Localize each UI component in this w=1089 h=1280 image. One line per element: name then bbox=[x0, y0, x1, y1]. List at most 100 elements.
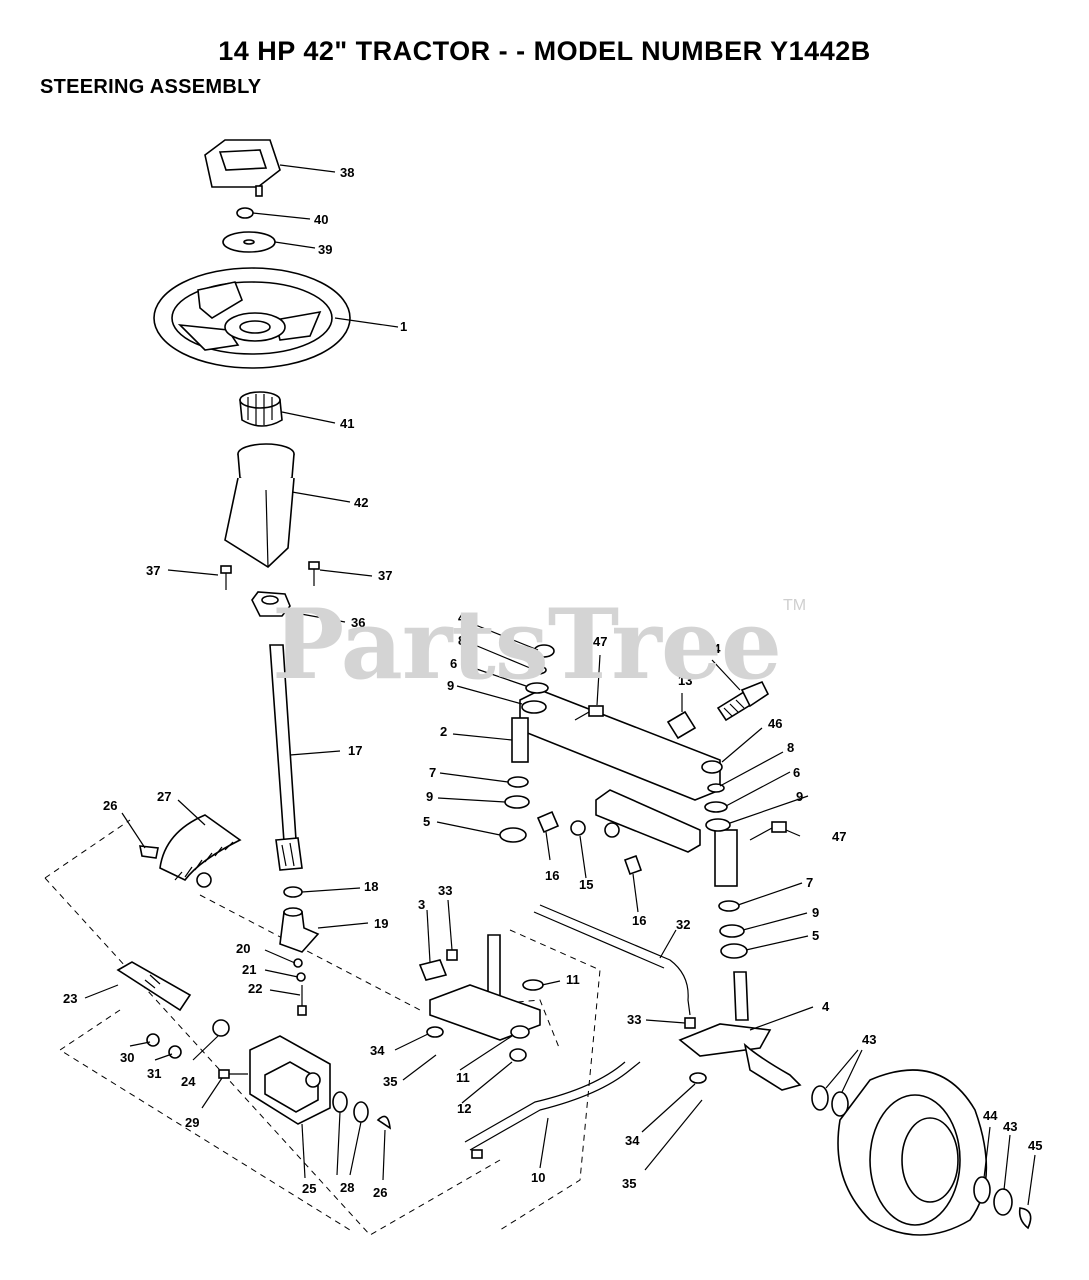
callout-c3: 3 bbox=[418, 897, 425, 912]
washer-43c[interactable] bbox=[993, 1188, 1013, 1216]
washer-31[interactable] bbox=[168, 1045, 182, 1059]
bearing-24[interactable] bbox=[212, 1019, 230, 1037]
washer-6-left[interactable] bbox=[525, 682, 549, 694]
pivot-bolt[interactable] bbox=[716, 680, 770, 722]
bushing-16-right[interactable] bbox=[623, 854, 643, 876]
callout-c12: 12 bbox=[457, 1101, 471, 1116]
callout-c25: 25 bbox=[302, 1181, 316, 1196]
pinion-gear[interactable] bbox=[279, 907, 320, 953]
nut-30[interactable] bbox=[146, 1033, 160, 1047]
callout-c35b: 35 bbox=[622, 1176, 636, 1191]
leader-lines bbox=[84, 164, 1036, 1206]
callout-c9b: 9 bbox=[426, 789, 433, 804]
callout-c20: 20 bbox=[236, 941, 250, 956]
washer-5-right[interactable] bbox=[720, 943, 748, 959]
callout-c23: 23 bbox=[63, 991, 77, 1006]
drag-link[interactable] bbox=[533, 904, 691, 1016]
callout-c19: 19 bbox=[374, 916, 388, 931]
washer-28a[interactable] bbox=[332, 1091, 348, 1113]
sector-gear[interactable] bbox=[159, 814, 242, 888]
shaft-23[interactable] bbox=[116, 961, 192, 1012]
washer-7-left[interactable] bbox=[507, 776, 529, 788]
screw-left[interactable] bbox=[220, 565, 232, 590]
callout-c46b: 46 bbox=[768, 716, 782, 731]
steering-bellows[interactable] bbox=[224, 443, 295, 569]
washer-34-right[interactable] bbox=[689, 1072, 707, 1084]
washer-28b[interactable] bbox=[353, 1101, 369, 1123]
cap-46-left[interactable] bbox=[533, 644, 555, 658]
callout-c28: 28 bbox=[340, 1180, 354, 1195]
pivot-bushing[interactable] bbox=[666, 710, 697, 740]
callout-c35a: 35 bbox=[383, 1074, 397, 1089]
washer-11-upper[interactable] bbox=[522, 979, 544, 991]
washer-43b[interactable] bbox=[831, 1091, 849, 1117]
washer-18[interactable] bbox=[283, 886, 303, 898]
callout-c9a: 9 bbox=[447, 678, 454, 693]
steering-wheel[interactable] bbox=[153, 267, 351, 369]
steering-bracket[interactable] bbox=[249, 1035, 331, 1125]
washer-7-right[interactable] bbox=[718, 900, 740, 912]
callout-c11b: 11 bbox=[456, 1070, 470, 1085]
bearing-9-right[interactable] bbox=[705, 818, 731, 832]
callout-c30: 30 bbox=[120, 1050, 134, 1065]
spacer-20[interactable] bbox=[293, 958, 303, 968]
callout-c6a: 6 bbox=[450, 656, 457, 671]
grease-fitting-left[interactable] bbox=[574, 705, 604, 721]
steering-wheel-cap[interactable] bbox=[204, 139, 281, 197]
callout-c37a: 37 bbox=[146, 563, 160, 578]
steering-bushing[interactable] bbox=[251, 591, 291, 617]
nut-33-left[interactable] bbox=[446, 949, 458, 961]
washer-5-left[interactable] bbox=[499, 827, 527, 843]
steering-wheel-washer[interactable] bbox=[222, 231, 276, 253]
spindle-right[interactable] bbox=[678, 971, 802, 1091]
spindle-left[interactable] bbox=[418, 934, 541, 1041]
washer-43a[interactable] bbox=[811, 1085, 829, 1111]
callout-c38: 38 bbox=[340, 165, 354, 180]
bolt-22[interactable] bbox=[297, 985, 307, 1016]
callout-c29: 29 bbox=[185, 1115, 199, 1130]
bearing-9-left[interactable] bbox=[521, 700, 547, 714]
section-title: STEERING ASSEMBLY bbox=[40, 76, 262, 98]
callout-c16a: 16 bbox=[545, 868, 559, 883]
tie-rod[interactable] bbox=[464, 1061, 641, 1159]
nut-33-right[interactable] bbox=[684, 1017, 696, 1029]
callout-c22: 22 bbox=[248, 981, 262, 996]
callout-c5a: 5 bbox=[423, 814, 430, 829]
callout-c7b: 7 bbox=[806, 875, 813, 890]
pin-upper[interactable] bbox=[139, 845, 159, 859]
washer-44[interactable] bbox=[973, 1176, 991, 1204]
callout-c16b: 16 bbox=[632, 913, 646, 928]
bearing-9-right-lower[interactable] bbox=[719, 924, 745, 938]
washer-11-lower[interactable] bbox=[510, 1025, 530, 1039]
cap-46-right[interactable] bbox=[701, 760, 723, 774]
nut-12[interactable] bbox=[509, 1048, 527, 1062]
washer-6-right[interactable] bbox=[704, 801, 728, 813]
steering-shaft[interactable] bbox=[269, 644, 303, 871]
callout-c8b: 8 bbox=[787, 740, 794, 755]
steering-wheel-nut[interactable] bbox=[236, 207, 254, 219]
nut-15[interactable] bbox=[570, 820, 586, 836]
screw-right[interactable] bbox=[308, 561, 320, 586]
callout-c47a: 47 bbox=[593, 634, 607, 649]
grease-fitting-right[interactable] bbox=[749, 821, 787, 841]
bolt-29[interactable] bbox=[218, 1069, 248, 1079]
bushing-16-left[interactable] bbox=[536, 810, 560, 834]
clip-45[interactable] bbox=[1018, 1207, 1032, 1230]
callout-c9d: 9 bbox=[812, 905, 819, 920]
callout-c14: 14 bbox=[706, 641, 721, 656]
callout-c1: 1 bbox=[400, 319, 407, 334]
ring-8-left[interactable] bbox=[529, 665, 547, 675]
washer-21[interactable] bbox=[296, 972, 306, 982]
washer-34-left[interactable] bbox=[426, 1026, 444, 1038]
callout-c8a: 8 bbox=[458, 633, 465, 648]
steering-adapter[interactable] bbox=[239, 391, 283, 427]
front-axle[interactable] bbox=[511, 689, 738, 887]
callout-c37b: 37 bbox=[378, 568, 392, 583]
front-wheel[interactable] bbox=[837, 1069, 988, 1236]
callout-c11a: 11 bbox=[566, 972, 580, 987]
pin-lower[interactable] bbox=[376, 1115, 391, 1130]
bearing-9-left-lower[interactable] bbox=[504, 795, 530, 809]
callout-c44: 44 bbox=[983, 1108, 998, 1123]
